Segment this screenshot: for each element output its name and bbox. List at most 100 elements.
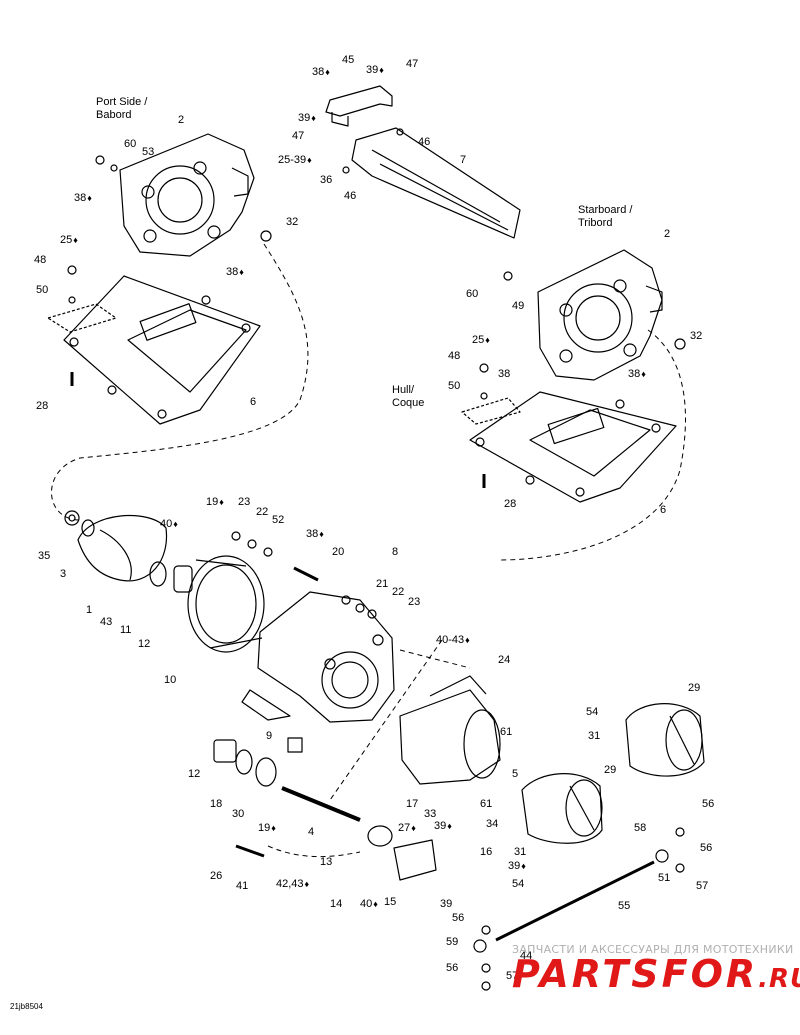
diagram-code: 21jb8504 xyxy=(10,1002,43,1011)
callout-part-25: 25♦ xyxy=(60,234,79,246)
callout-part-22: 22 xyxy=(392,586,404,598)
callout-number: 58 xyxy=(634,822,647,834)
callout-part-42-43: 42,43♦ xyxy=(276,878,310,890)
callout-part-21: 21 xyxy=(376,578,388,590)
callout-number: 52 xyxy=(272,514,285,526)
lubricant-drop-icon: ♦ xyxy=(641,369,646,379)
callout-number: 38 xyxy=(306,528,319,540)
callout-number: 60 xyxy=(466,288,479,300)
callout-number: 26 xyxy=(210,870,223,882)
callout-number: 57 xyxy=(696,880,709,892)
washer-part-48 xyxy=(67,265,77,275)
callout-number: 22 xyxy=(392,586,405,598)
lubricant-drop-icon: ♦ xyxy=(319,529,324,539)
lubricant-drop-icon: ♦ xyxy=(271,823,276,833)
pump-housing-part-8 xyxy=(241,591,395,723)
lubricant-drop-icon: ♦ xyxy=(447,821,452,831)
bearing-part-12b xyxy=(213,739,237,763)
callout-number: 54 xyxy=(512,878,525,890)
callout-number: 10 xyxy=(164,674,177,686)
lubricant-drop-icon: ♦ xyxy=(219,497,224,507)
callout-number: 39 xyxy=(508,860,521,872)
callout-number: 29 xyxy=(604,764,617,776)
steering-rod-part-55 xyxy=(495,860,655,942)
lubricant-drop-icon: ♦ xyxy=(173,519,178,529)
callout-number: 48 xyxy=(448,350,461,362)
starboard-side-housing-part-2 xyxy=(537,249,663,381)
o-ring-part-13 xyxy=(367,825,393,847)
callout-part-46: 46 xyxy=(418,136,430,148)
callout-number: 2 xyxy=(664,228,671,240)
callout-part-33: 33 xyxy=(424,808,436,820)
callout-number: 34 xyxy=(486,818,499,830)
callout-part-58: 58 xyxy=(634,822,646,834)
lubricant-drop-icon: ♦ xyxy=(465,635,470,645)
callout-number: 25-39 xyxy=(278,154,307,166)
watermark-brand-name: PARTSFOR xyxy=(512,952,759,996)
callout-part-14: 14 xyxy=(330,898,342,910)
callout-part-40: 40♦ xyxy=(360,898,379,910)
watermark-brand: PARTSFOR.RU xyxy=(512,952,800,996)
callout-number: 47 xyxy=(406,58,419,70)
bracket-part-45 xyxy=(325,85,393,127)
callout-part-32: 32 xyxy=(286,216,298,228)
callout-number: 38 xyxy=(628,368,641,380)
callout-number: 1 xyxy=(86,604,93,616)
callout-number: 40-43 xyxy=(436,634,465,646)
callout-part-36: 36 xyxy=(320,174,332,186)
callout-number: 39 xyxy=(434,820,447,832)
callout-part-29: 29 xyxy=(688,682,700,694)
callout-part-13: 13 xyxy=(320,856,332,868)
callout-number: 39 xyxy=(440,898,453,910)
callout-number: 28 xyxy=(504,498,517,510)
callout-part-9: 9 xyxy=(266,730,272,742)
screw-part-46 xyxy=(396,128,404,136)
callout-part-57: 57 xyxy=(506,970,518,982)
callout-part-19: 19♦ xyxy=(206,496,225,508)
callout-number: 40 xyxy=(160,518,173,530)
callout-part-22: 22 xyxy=(256,506,268,518)
callout-number: 54 xyxy=(586,706,599,718)
callout-part-20: 20 xyxy=(332,546,344,558)
callout-part-56: 56 xyxy=(702,798,714,810)
callout-number: 61 xyxy=(500,726,513,738)
cover-part-15 xyxy=(393,839,437,881)
callout-number: 4 xyxy=(308,826,315,838)
callout-part-38: 38♦ xyxy=(628,368,647,380)
callout-part-12: 12 xyxy=(138,638,150,650)
callout-part-25: 25♦ xyxy=(472,334,491,346)
drive-shaft-part-4 xyxy=(281,786,361,822)
callout-part-31: 31 xyxy=(588,730,600,742)
callout-number: 6 xyxy=(660,504,667,516)
callout-part-56: 56 xyxy=(452,912,464,924)
lubricant-drop-icon: ♦ xyxy=(373,899,378,909)
callout-part-39: 39♦ xyxy=(434,820,453,832)
callout-number: 21 xyxy=(376,578,389,590)
callout-part-2: 2 xyxy=(178,114,184,126)
callout-part-39: 39 xyxy=(440,898,452,910)
nozzle-part-29-upper xyxy=(625,703,705,777)
lubricant-drop-icon: ♦ xyxy=(239,267,244,277)
callout-number: 28 xyxy=(36,400,49,412)
callout-part-29: 29 xyxy=(604,764,616,776)
callout-number: 42,43 xyxy=(276,878,304,890)
port-side-label-line1: Port Side / xyxy=(96,96,148,108)
nut-part-35 xyxy=(64,510,80,526)
ring-part-11 xyxy=(149,561,167,587)
callout-part-38: 38♦ xyxy=(312,66,331,78)
starboard-side-label-line1: Starboard / xyxy=(578,204,633,216)
callout-part-26: 26 xyxy=(210,870,222,882)
callout-part-54: 54 xyxy=(512,878,524,890)
callout-number: 41 xyxy=(236,880,249,892)
callout-part-40-43: 40-43♦ xyxy=(436,634,471,646)
callout-number: 51 xyxy=(658,872,671,884)
callout-part-55: 55 xyxy=(618,900,630,912)
callout-number: 19 xyxy=(206,496,219,508)
callout-part-1: 1 xyxy=(86,604,92,616)
callout-number: 6 xyxy=(250,396,257,408)
callout-number: 20 xyxy=(332,546,345,558)
assembly-guide-lines xyxy=(51,243,686,858)
callout-part-60: 60 xyxy=(124,138,136,150)
callout-part-50: 50 xyxy=(36,284,48,296)
callout-part-6: 6 xyxy=(660,504,666,516)
